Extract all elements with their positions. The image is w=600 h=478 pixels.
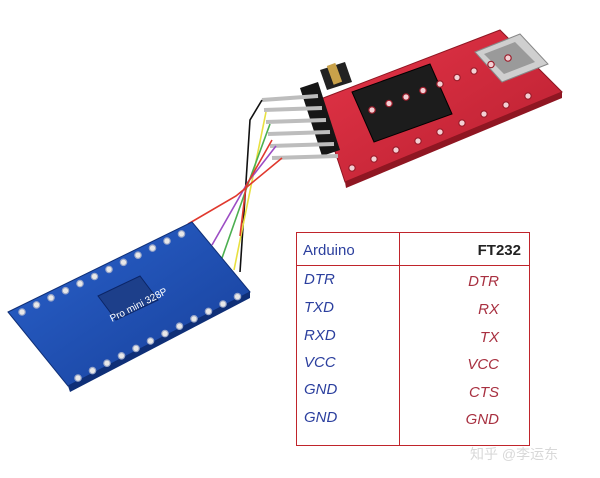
solder-pad	[419, 86, 427, 95]
arduino-pin: DTR	[304, 271, 335, 288]
solder-pad	[368, 106, 376, 114]
jumper-header	[320, 62, 352, 90]
solder-pad	[161, 329, 169, 338]
arduino-board	[7, 221, 251, 392]
wire-red-2	[239, 139, 273, 237]
solder-pad	[385, 99, 393, 108]
solder-pad	[134, 251, 142, 260]
solder-pad	[436, 128, 444, 136]
solder-pad	[453, 73, 461, 82]
solder-pad	[487, 60, 495, 69]
solder-pad	[74, 374, 82, 382]
solder-pad	[18, 308, 26, 316]
arduino-pads	[18, 230, 242, 382]
ft232-pin: GND	[465, 411, 499, 428]
ft232-chip	[351, 63, 453, 143]
solder-pad	[88, 366, 97, 375]
solder-pad	[90, 272, 99, 281]
ft232-pin: VCC	[467, 356, 499, 373]
solder-pad	[502, 101, 510, 109]
solder-pad	[117, 351, 126, 360]
solder-pad	[402, 93, 410, 101]
column-divider	[399, 233, 400, 445]
solder-pad	[61, 286, 70, 295]
solder-pad	[458, 119, 466, 127]
arduino-pin: GND	[304, 409, 338, 426]
solder-pad	[524, 92, 532, 100]
solder-pad	[132, 344, 140, 353]
header-ft232: FT232	[477, 242, 521, 259]
solder-pad	[103, 359, 111, 368]
solder-pad	[119, 258, 128, 267]
ft232-pin: CTS	[469, 384, 499, 401]
arduino-pin: RXD	[304, 327, 336, 344]
solder-pad	[47, 293, 55, 302]
solder-pad	[177, 230, 186, 238]
solder-pad	[146, 337, 155, 345]
solder-pad	[436, 80, 444, 88]
ft232-pin: TX	[479, 329, 499, 346]
solder-pad	[470, 67, 478, 75]
solder-pad	[480, 110, 488, 118]
ft232-board	[317, 29, 563, 188]
solder-pad	[204, 307, 213, 316]
solder-pad	[163, 237, 171, 245]
wire-yellow	[233, 111, 267, 271]
solder-pad	[105, 265, 113, 274]
ft232-pin: DTR	[468, 273, 499, 290]
solder-pad	[233, 292, 242, 301]
pin-mapping-table: Arduino FT232 DTR DTR TXD RX RXD TX VCC …	[296, 232, 530, 446]
solder-pad	[32, 301, 41, 309]
ft232-pin-header	[261, 82, 340, 160]
header-rule	[297, 265, 529, 266]
wire-red	[187, 157, 283, 225]
ft232-pads	[348, 54, 532, 172]
solder-pad	[76, 279, 84, 288]
atmega-chip	[97, 275, 159, 321]
solder-pad	[504, 54, 512, 62]
solder-pad	[148, 244, 157, 252]
arduino-pin: TXD	[304, 299, 334, 316]
arduino-pin: VCC	[304, 354, 336, 371]
arduino-pin: GND	[304, 381, 338, 398]
solder-pad	[175, 322, 184, 331]
watermark: 知乎 @李运东	[470, 446, 559, 462]
solder-pad	[348, 164, 356, 172]
solder-pad	[370, 155, 378, 163]
solder-pad	[219, 300, 227, 308]
solder-pad	[190, 314, 198, 323]
ft232-pin: RX	[478, 301, 499, 318]
solder-pad	[414, 137, 422, 145]
solder-pad	[392, 146, 400, 154]
header-arduino: Arduino	[303, 242, 355, 259]
wires	[187, 99, 283, 273]
